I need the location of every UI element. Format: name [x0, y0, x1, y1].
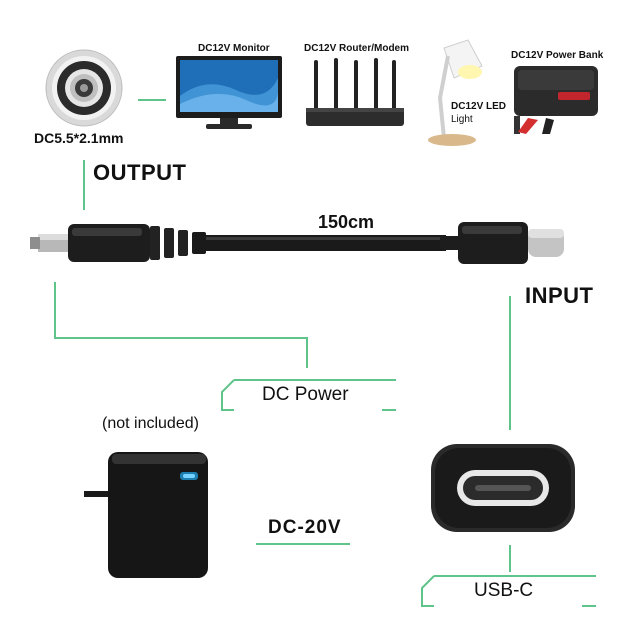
led-lamp-icon — [428, 39, 483, 146]
connector-spec-label: DC5.5*2.1mm — [34, 130, 124, 146]
dc-power-tag-frame — [221, 379, 396, 411]
voltage-tag-underline — [256, 543, 350, 545]
usbc-tag: USB-C — [474, 580, 534, 601]
router-icon — [306, 58, 404, 126]
power-bank-label: DC12V Power Bank — [511, 50, 604, 61]
dc-power-tag: DC Power — [262, 384, 349, 405]
power-adapter-icon — [84, 452, 208, 578]
monitor-label: DC12V Monitor — [198, 43, 270, 54]
power-bank-icon — [514, 66, 598, 134]
voltage-tag: DC-20V — [268, 517, 342, 538]
cable-length-label: 150cm — [318, 212, 375, 232]
dc-barrel-end-view — [45, 49, 123, 127]
not-included-note: (not included) — [102, 415, 199, 432]
lamp-label-line2: Light — [451, 114, 473, 125]
input-label: INPUT — [525, 283, 594, 308]
usbc-tag-frame — [421, 575, 596, 607]
router-label: DC12V Router/Modem — [304, 43, 410, 54]
lamp-label-line1: DC12V LED — [451, 101, 507, 112]
output-label: OUTPUT — [93, 160, 187, 185]
usbc-port-closeup — [431, 444, 575, 532]
dc-to-usbc-cable — [30, 222, 564, 264]
monitor-icon — [176, 56, 282, 129]
